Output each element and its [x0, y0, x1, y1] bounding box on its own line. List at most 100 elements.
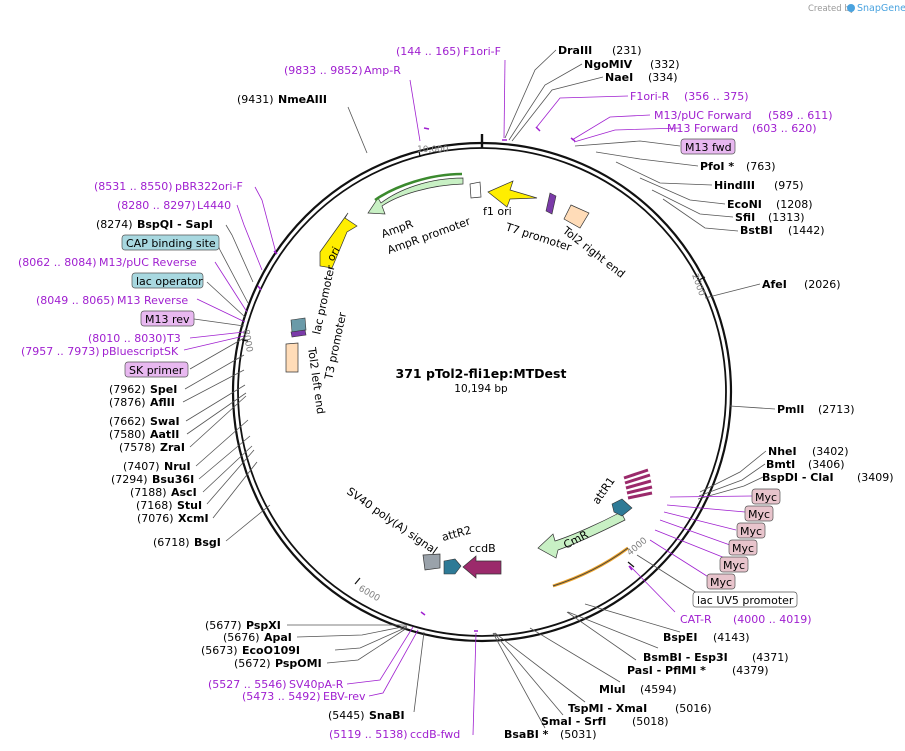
svg-text:(603 .. 620): (603 .. 620): [752, 122, 817, 135]
site-pmli[interactable]: PmlI (2713): [777, 403, 855, 416]
feature-ampr[interactable]: [367, 172, 464, 215]
primer-pbr322ori-f[interactable]: (8531 .. 8550) pBR322ori-F: [94, 180, 243, 193]
site-spei[interactable]: (7962) SpeI: [109, 383, 177, 396]
feature-attr2[interactable]: [443, 558, 462, 575]
box-myc-4[interactable]: Myc: [728, 539, 758, 556]
primer-m13-puc-forward[interactable]: M13/pUC Forward (589 .. 611): [654, 109, 833, 122]
site-stui[interactable]: (7168) StuI: [136, 499, 202, 512]
primer-f1ori-r[interactable]: F1ori-R (356 .. 375): [630, 90, 749, 103]
site-aflii[interactable]: (7876) AflII: [109, 396, 175, 409]
feature-tol2-right-end[interactable]: [563, 204, 590, 229]
box-lac-uv5-promoter[interactable]: lac UV5 promoter: [692, 591, 798, 608]
site-tspmi-xmai[interactable]: TspMI - XmaI (5016): [568, 702, 712, 715]
site-bsgi[interactable]: (6718) BsgI: [153, 536, 221, 549]
feature-attr1[interactable]: [611, 468, 653, 517]
svg-text:(5473 .. 5492): (5473 .. 5492): [242, 690, 321, 703]
site-bsu36i[interactable]: (7294) Bsu36I: [111, 473, 194, 486]
leader-lines: [182, 49, 776, 736]
svg-text:(8049 .. 8065): (8049 .. 8065): [36, 294, 115, 307]
primer-amp-r[interactable]: (9833 .. 9852) Amp-R: [284, 64, 401, 77]
primer-cat-r[interactable]: CAT-R (4000 .. 4019): [680, 613, 812, 626]
svg-text:BspDI - ClaI: BspDI - ClaI: [762, 471, 834, 484]
feature-ori[interactable]: [319, 212, 358, 269]
site-bspqi-sapi[interactable]: (8274) BspQI - SapI: [96, 218, 213, 231]
site-pfoi[interactable]: PfoI * (763): [700, 160, 776, 173]
primer-marks: [257, 126, 633, 632]
box-myc-6[interactable]: Myc: [706, 573, 736, 590]
site-bspei[interactable]: BspEI (4143): [663, 631, 750, 644]
feature-t7-promoter[interactable]: [545, 192, 557, 215]
site-ngomiv[interactable]: NgoMIV (332): [584, 58, 680, 71]
site-pasi-pflmi[interactable]: PasI - PflMI * (4379): [627, 664, 769, 677]
box-cap-binding-site[interactable]: CAP binding site: [121, 234, 220, 251]
box-m13-rev[interactable]: M13 rev: [140, 310, 195, 327]
primer-pbluescriptsk[interactable]: (7957 .. 7973) pBluescriptSK: [21, 345, 179, 358]
site-draiii[interactable]: DraIII (231): [558, 44, 642, 57]
primer-t3[interactable]: (8010 .. 8030) T3: [88, 332, 181, 345]
svg-text:CAT-R: CAT-R: [680, 613, 712, 626]
svg-text:SwaI: SwaI: [150, 415, 180, 428]
site-nrui[interactable]: (7407) NruI: [123, 460, 191, 473]
feature-f1-ori[interactable]: [469, 180, 538, 208]
svg-text:(5672): (5672): [234, 657, 271, 670]
primer-ccdb-fwd[interactable]: (5119 .. 5138) ccdB-fwd: [329, 728, 460, 741]
svg-text:AscI: AscI: [171, 486, 197, 499]
primer-m13-reverse[interactable]: (8049 .. 8065) M13 Reverse: [36, 294, 188, 307]
feature-sv40-polya[interactable]: [422, 553, 441, 571]
feature-cmr[interactable]: [537, 511, 629, 588]
site-bmti[interactable]: BmtI (3406): [766, 458, 845, 471]
feature-ccdb[interactable]: [462, 555, 502, 579]
primer-m13-puc-reverse[interactable]: (8062 .. 8084) M13/pUC Reverse: [18, 256, 197, 269]
feature-label-ccdb: ccdB: [469, 542, 496, 555]
site-smai-srfi[interactable]: SmaI - SrfI (5018): [541, 715, 669, 728]
site-swai[interactable]: (7662) SwaI: [109, 415, 180, 428]
snapgene-logo-icon: [847, 4, 855, 12]
site-bspdi-clai[interactable]: BspDI - ClaI (3409): [762, 471, 894, 484]
primer-ebv-rev[interactable]: (5473 .. 5492) EBV-rev: [242, 690, 366, 703]
svg-text:ZraI: ZraI: [160, 441, 185, 454]
svg-text:Myc: Myc: [755, 491, 777, 504]
site-nhei[interactable]: NheI (3402): [768, 445, 849, 458]
svg-text:L4440: L4440: [197, 199, 231, 212]
svg-text:XcmI: XcmI: [178, 512, 209, 525]
site-bsmbi-esp3i[interactable]: BsmBI - Esp3I (4371): [643, 651, 789, 664]
site-sfii[interactable]: SfiI (1313): [735, 211, 805, 224]
feature-lac-promoter[interactable]: [290, 317, 307, 338]
primer-f1ori-f[interactable]: (144 .. 165) F1ori-F: [396, 45, 501, 58]
site-econi[interactable]: EcoNI (1208): [727, 198, 813, 211]
site-hindiii[interactable]: HindIII (975): [714, 179, 804, 192]
svg-text:F1ori-R: F1ori-R: [630, 90, 670, 103]
box-m13-fwd[interactable]: M13 fwd: [680, 138, 736, 155]
site-ecoo109i[interactable]: (5673) EcoO109I: [201, 644, 300, 657]
box-sk-primer[interactable]: SK primer: [124, 361, 189, 378]
site-bstbi[interactable]: BstBI (1442): [740, 224, 825, 237]
site-bsabi[interactable]: BsaBI * (5031): [504, 728, 597, 741]
site-naei[interactable]: NaeI (334): [605, 71, 678, 84]
svg-text:MluI: MluI: [599, 683, 626, 696]
primer-l4440[interactable]: (8280 .. 8297) L4440: [117, 199, 231, 212]
svg-text:CAP binding site: CAP binding site: [126, 237, 216, 250]
svg-text:HindIII: HindIII: [714, 179, 755, 192]
site-xcmi[interactable]: (7076) XcmI: [137, 512, 209, 525]
site-nmeaiii[interactable]: (9431) NmeAIII: [237, 93, 327, 106]
site-zrai[interactable]: (7578) ZraI: [119, 441, 185, 454]
site-pspxi[interactable]: (5677) PspXI: [205, 619, 281, 632]
svg-text:(7188): (7188): [130, 486, 167, 499]
site-asci[interactable]: (7188) AscI: [130, 486, 197, 499]
site-apai[interactable]: (5676) ApaI: [223, 631, 292, 644]
svg-text:(7876): (7876): [109, 396, 146, 409]
site-mlui[interactable]: MluI (4594): [599, 683, 677, 696]
box-myc-2[interactable]: Myc: [744, 505, 774, 522]
site-snabi[interactable]: (5445) SnaBI: [328, 709, 405, 722]
box-myc-5[interactable]: Myc: [719, 556, 749, 573]
feature-label-sv40: SV40 poly(A) signal: [344, 485, 439, 557]
primer-sv40pa-r[interactable]: (5527 .. 5546) SV40pA-R: [208, 678, 344, 691]
feature-tol2-left-end[interactable]: [285, 342, 299, 373]
site-pspomi[interactable]: (5672) PspOMI: [234, 657, 322, 670]
site-afei[interactable]: AfeI (2026): [762, 278, 841, 291]
box-lac-operator[interactable]: lac operator: [131, 272, 204, 289]
box-myc-3[interactable]: Myc: [736, 522, 766, 539]
primer-m13-forward[interactable]: M13 Forward (603 .. 620): [667, 122, 817, 135]
site-aatii[interactable]: (7580) AatII: [109, 428, 179, 441]
box-myc-1[interactable]: Myc: [751, 488, 781, 505]
